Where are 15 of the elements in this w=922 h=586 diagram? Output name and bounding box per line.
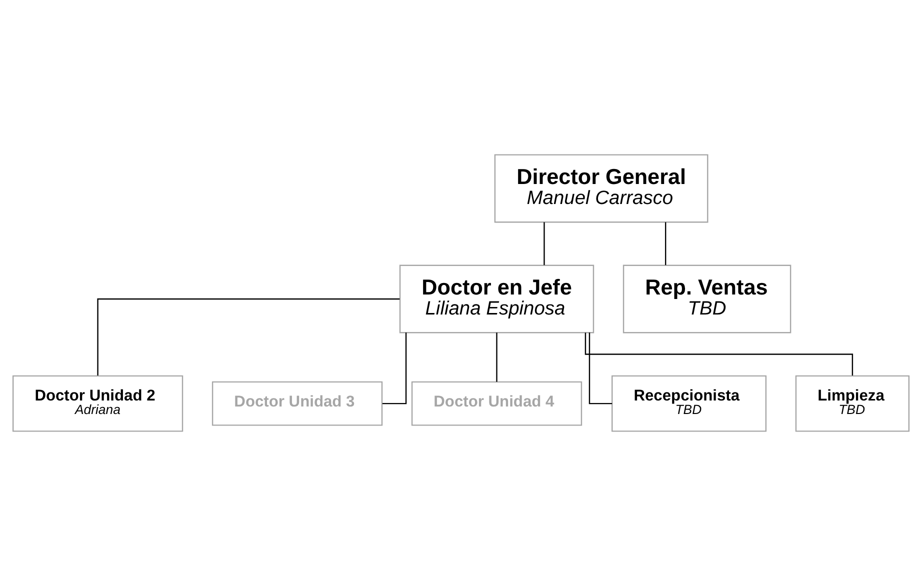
node-box: Doctor Unidad 3 (212, 381, 383, 426)
connector (496, 332, 498, 382)
node-box: Limpieza TBD (795, 375, 910, 432)
node-box: Doctor Unidad 4 (411, 381, 582, 426)
node-box: Rep. Ventas TBD (622, 264, 792, 334)
node-box: Director General Manuel Carrasco (494, 154, 708, 223)
connector (584, 332, 854, 376)
connector (664, 222, 666, 266)
node-box: Doctor en Jefe Liliana Espinosa (399, 264, 594, 334)
connector (97, 298, 400, 376)
connector (588, 332, 612, 404)
connector (544, 222, 545, 266)
node-box: Recepcionista TBD (612, 375, 767, 432)
connector (382, 332, 407, 404)
node-box: Doctor Unidad 2 Adriana (12, 375, 184, 432)
